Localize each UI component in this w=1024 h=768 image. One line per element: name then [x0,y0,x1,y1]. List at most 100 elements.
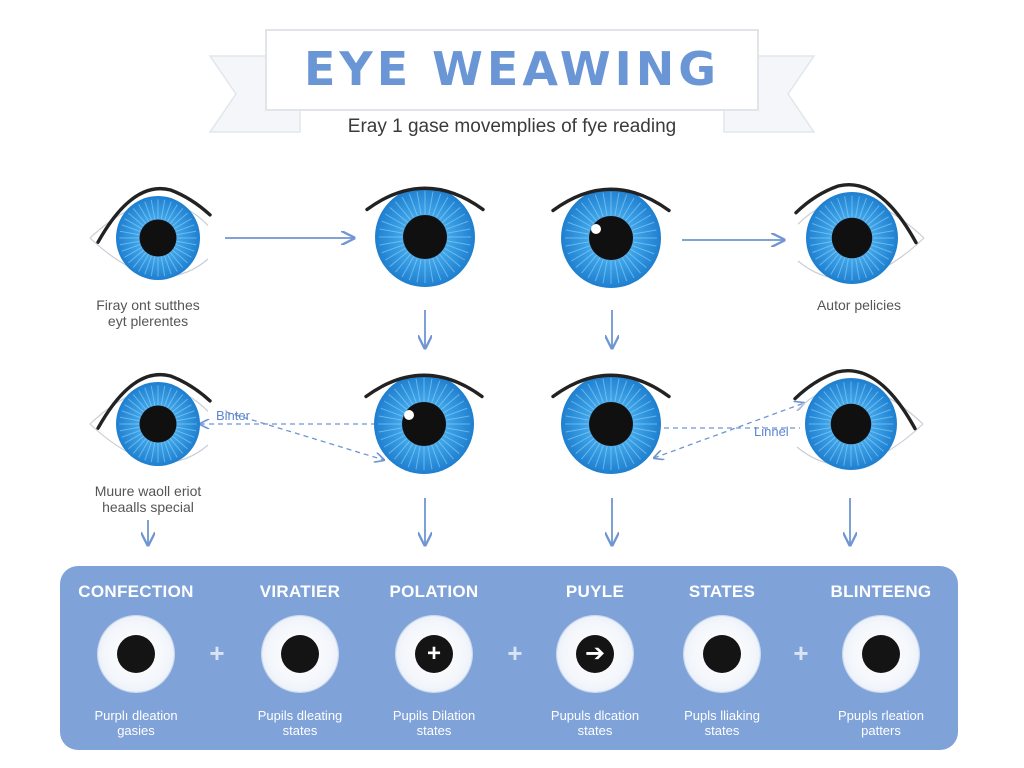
iris-fibre [128,435,144,450]
iris-fibre [121,410,141,419]
iris-fibre [172,435,188,450]
panel-caption-line: states [704,723,740,738]
iris-fibre [160,385,166,406]
iris-fibre [434,383,448,405]
iris-fibre [443,434,465,448]
eyes-group [89,183,925,474]
panel-heading: VIRATIER [259,582,341,601]
iris-fibre [132,252,147,268]
panel-caption: Purplı dleation gasies [56,708,216,738]
iris-fibre [866,436,884,452]
iris-fibre [119,426,140,432]
iris-fibre [176,426,197,432]
iris-fibre [444,213,466,227]
iris-fibre [870,430,891,439]
iris-fibre [627,252,647,268]
iris-fibre [818,396,836,412]
iris-fibre [614,192,620,216]
iris-fibre [160,256,166,277]
pupil-disc-icon [843,616,919,692]
iris-fibre [138,390,149,408]
iris-fibre [567,431,591,441]
iris-fibre [395,253,411,273]
iris-fibre [169,438,184,454]
iris-fibre [587,197,601,219]
pupil-highlight [404,410,414,420]
panel-caption-line: Pupils Dilation [392,708,476,723]
iris-fibre [174,433,192,444]
page-subtitle: Eray 1 gase movemplies of fye reading [347,116,677,137]
iris-fibre [176,230,197,236]
iris-fibre [594,380,604,404]
iris-fibre [625,202,641,222]
iris-fibre [128,212,144,227]
iris-fibre [150,199,156,220]
pupil [830,403,872,445]
iris-fibre [160,199,166,220]
iris-fibre [870,409,891,418]
iris-fibre [144,441,153,461]
iris-fibre [381,244,405,254]
iris-fibre [389,251,409,267]
iris-fibre [621,257,635,279]
panel-caption-line: Purplı dleation [94,708,178,723]
iris-fibre [175,410,195,419]
iris-fibre [815,216,835,229]
panel-caption-line: Ppupls rleation [838,708,924,723]
pupil-disc-icon [98,616,174,692]
arrow-right-icon: ➔ [576,635,614,673]
ribbon-main [265,29,759,111]
iris-fibre [441,251,461,267]
iris-fibre [618,258,628,282]
iris-fibre [618,444,628,468]
iris-fibre [836,443,845,464]
iris-fibre [427,378,433,402]
iris-fibre [169,252,184,268]
eye-top-2-icon [365,186,485,287]
iris-fibre [625,254,641,274]
iris-fibre [565,415,589,421]
iris-fibre [575,252,595,268]
panel-cell-blinteeng: BLINTEENG Ppupls rleation patters [801,566,961,750]
iris-fibre [867,250,885,266]
dashed-connector-2 [225,411,384,460]
iris-fibre [854,444,859,466]
iris-fibre [379,240,403,246]
iris-fibre [570,434,592,448]
iris-fibre [811,409,832,418]
iris-fibre [812,223,833,232]
iris-fibre [844,196,849,218]
panel-heading: POLATION [389,582,479,601]
iris-fibre [871,427,893,432]
iris-fibre [843,444,848,466]
iris-fibre [857,384,866,405]
iris-fibre [631,407,655,417]
panel-cell-confection: CONFECTION Purplı dleation gasies [56,566,216,750]
iris-fibre [565,229,589,235]
iris-fibre [119,230,140,236]
iris-fibre [630,214,652,228]
iris-fibre [630,248,652,262]
plus-icon: + [415,635,453,673]
pupil [139,405,177,443]
iris-fibre [121,429,141,438]
eye-middle-1-icon [89,373,212,466]
pupil-states-panel: CONFECTION Purplı dleation gasies + VIRA… [60,566,958,750]
panel-heading: PUYLE [565,582,625,601]
iris-fibre [172,212,188,227]
iris-fibre [868,433,888,446]
iris-fibre [432,193,442,217]
pupil-disc-icon [684,616,760,692]
iris-fibre [627,438,647,454]
iris-fibre [809,427,831,432]
iris-fibre [871,244,892,253]
plus-separator: + [507,638,523,668]
iris-fibre [872,241,894,246]
iris-fibre [618,194,628,218]
iris-fibre [121,224,141,233]
iris-fibre [401,256,415,278]
eye-label-line: Autor pelicies [816,297,902,313]
iris-fibre [614,378,620,402]
iris-fibre [150,442,156,463]
iris-fibre [631,245,655,255]
